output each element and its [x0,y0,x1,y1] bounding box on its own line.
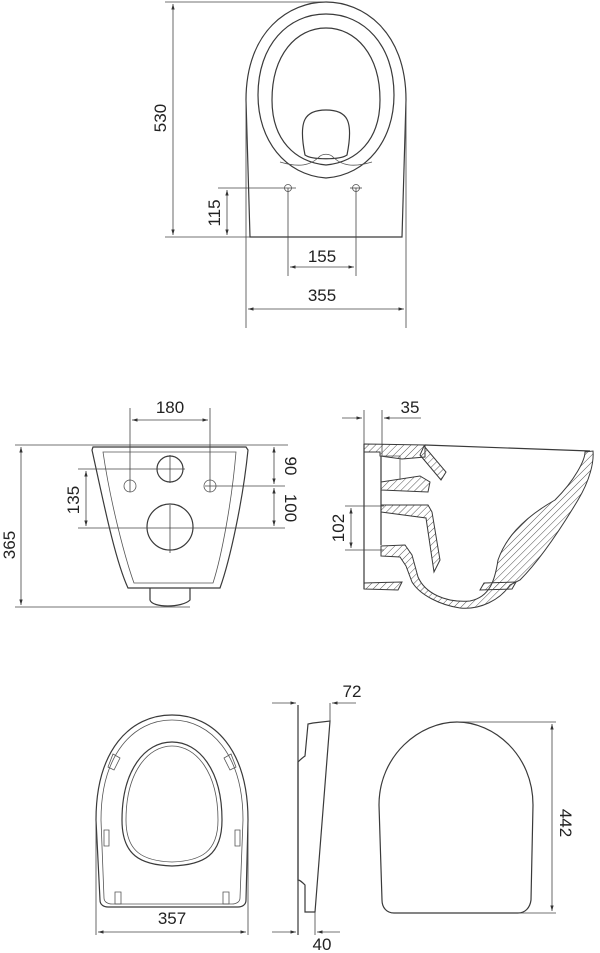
section-view: 35 102 [329,398,594,609]
dim-442: 442 [556,809,575,837]
dim-155: 155 [308,247,336,266]
dim-135: 135 [64,486,83,514]
dim-365: 365 [0,531,19,559]
dim-100: 100 [281,494,300,522]
dim-40: 40 [313,935,332,953]
dim-35: 35 [401,398,420,417]
dim-530: 530 [151,104,170,132]
dim-72: 72 [343,682,362,701]
dim-357: 357 [158,909,186,928]
rear-view: 180 365 135 90 100 [0,398,300,608]
top-view: 530 115 155 355 [151,1,407,328]
dim-180: 180 [156,398,184,417]
seat-underside-view: 357 [95,714,249,935]
seat-top-view: 442 [378,721,575,914]
seat-side-view: 72 40 [272,682,361,953]
dim-102: 102 [329,514,348,542]
dim-115: 115 [205,199,224,226]
dim-355: 355 [308,286,336,305]
dim-90: 90 [281,457,300,476]
